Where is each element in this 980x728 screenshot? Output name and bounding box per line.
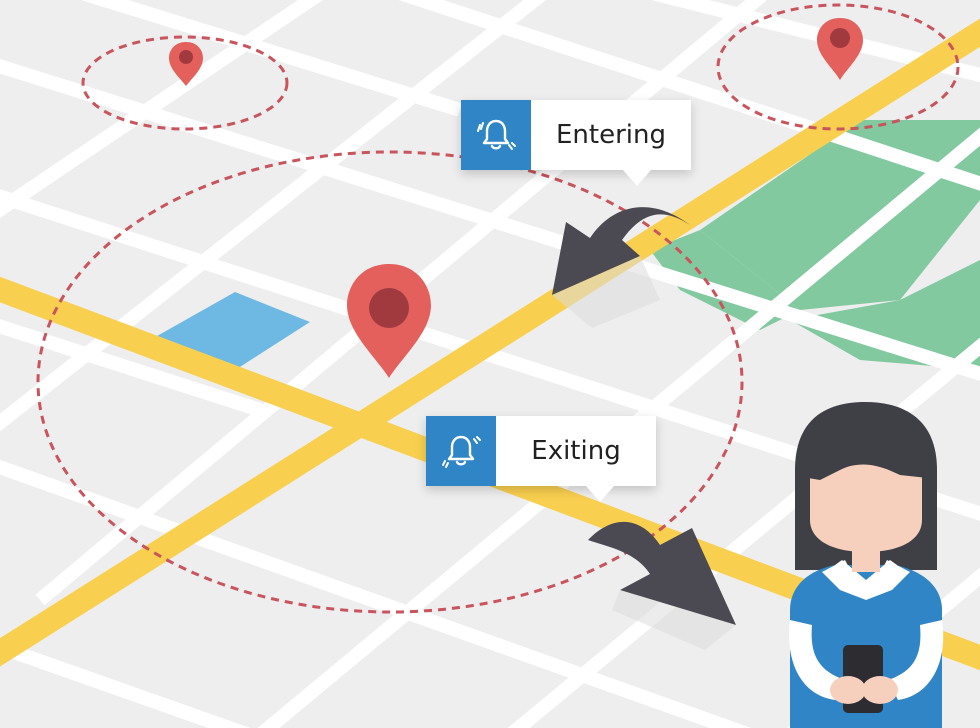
map-pin-icon: [169, 42, 203, 86]
map-pin-icon: [347, 264, 431, 378]
geofence-main: [36, 150, 744, 614]
exiting-label: Exiting: [531, 436, 621, 466]
geofence-small-right: [716, 3, 960, 131]
entering-callout: Entering: [461, 100, 691, 186]
curved-arrow-right-icon: [588, 521, 736, 650]
geofence-small-left: [81, 35, 289, 131]
curved-arrow-left-icon: [552, 207, 690, 328]
bell-icon-box: [461, 100, 531, 170]
callout-tail: [586, 486, 614, 502]
map-pin-icon: [817, 18, 863, 80]
callout-tail: [623, 170, 651, 186]
bell-icon: [442, 435, 481, 468]
bell-icon-box: [426, 416, 496, 486]
exiting-callout: Exiting: [426, 416, 656, 502]
entering-label: Entering: [556, 120, 666, 150]
person-with-phone: [789, 402, 944, 728]
bell-icon: [477, 119, 516, 150]
